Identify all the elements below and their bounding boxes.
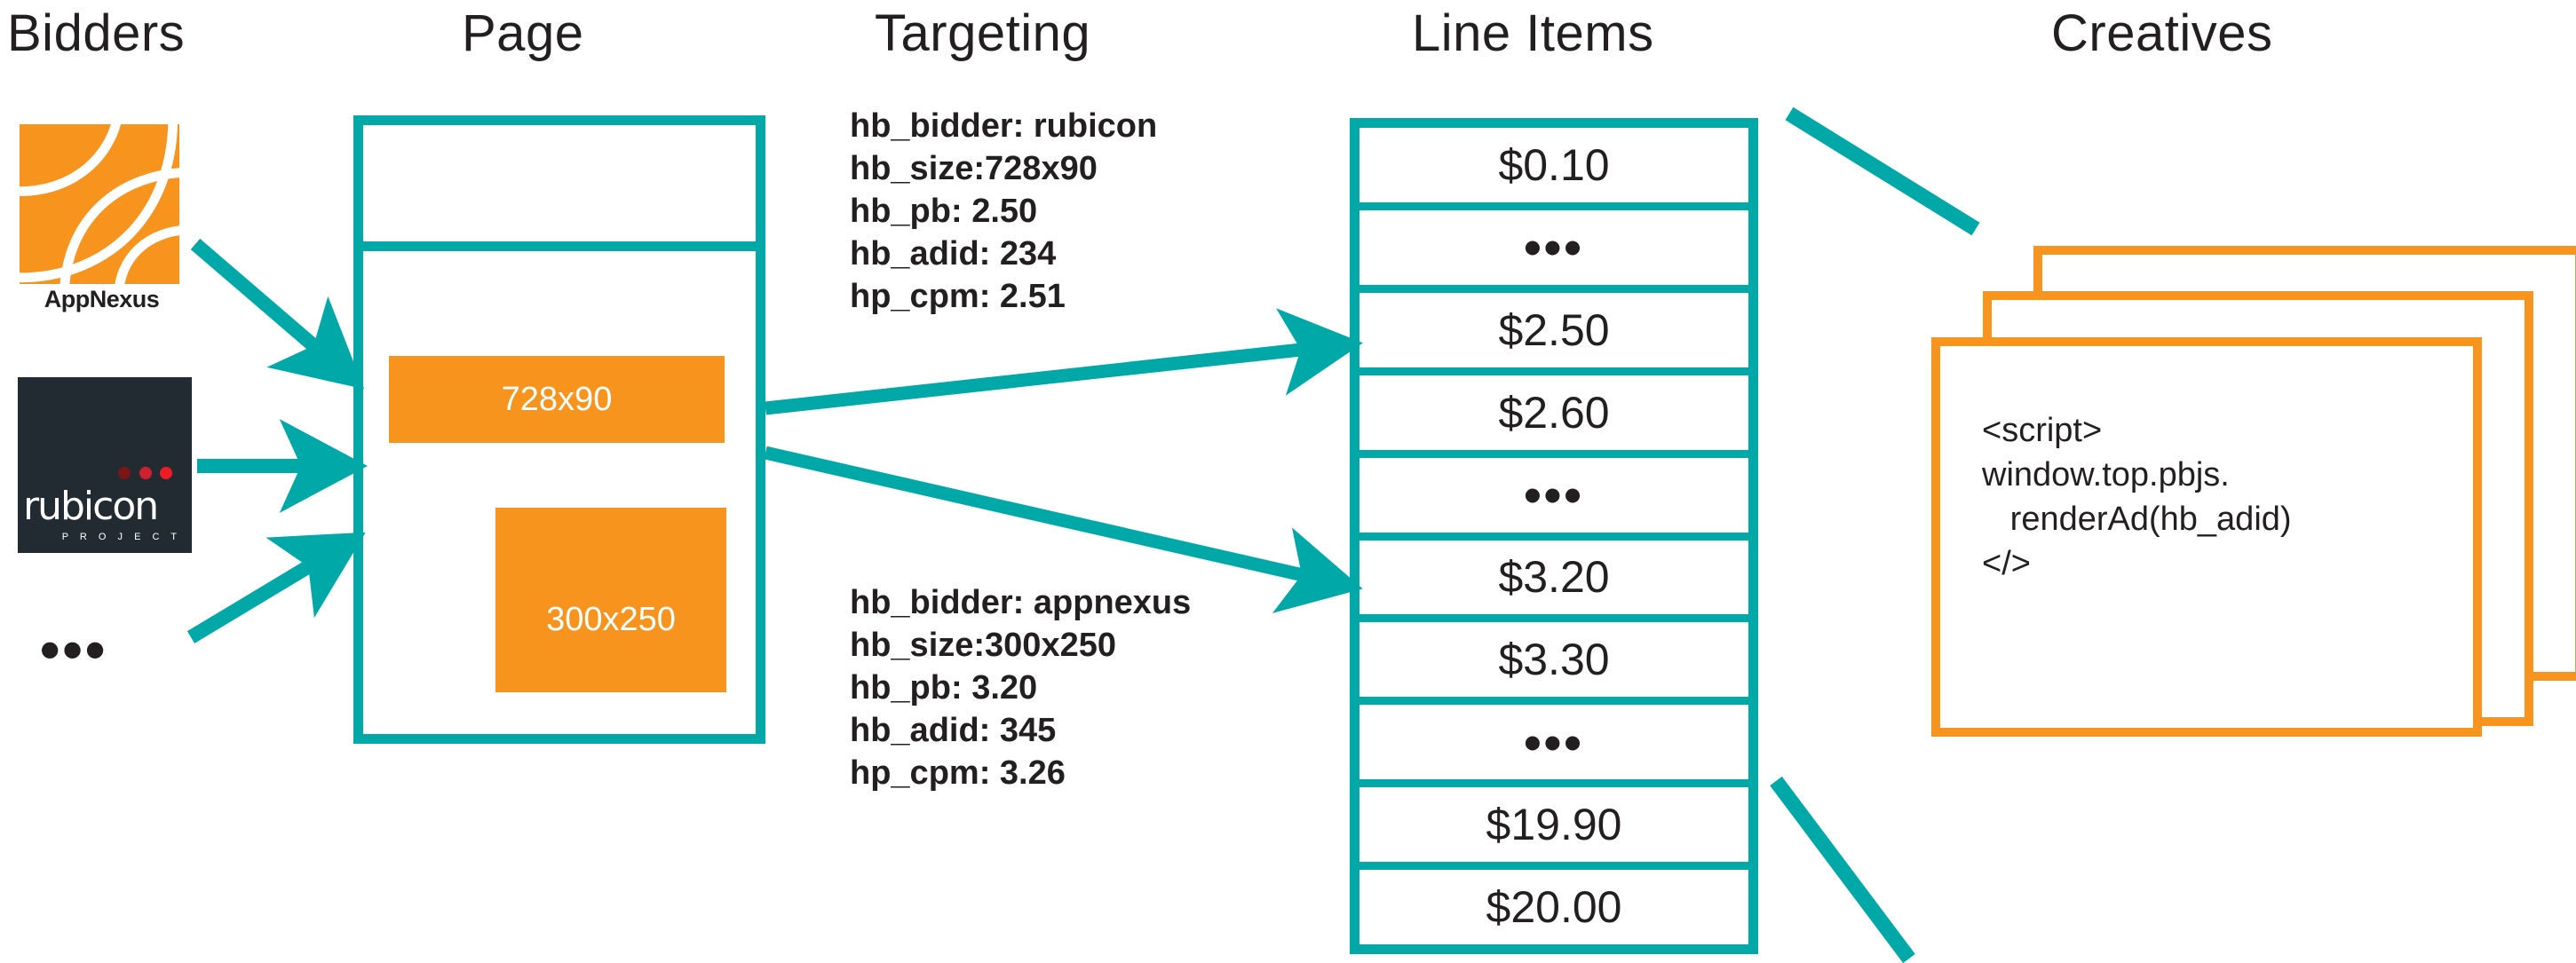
targeting-keys-appnexus: hb_bidder: appnexus hb_size:300x250 hb_p… xyxy=(850,584,1192,792)
rubicon-wordmark: rubicon xyxy=(23,484,159,529)
bidders-more-ellipsis: ••• xyxy=(40,618,108,682)
creative-code-snippet: <script> window.top.pbjs. renderAd(hb_ad… xyxy=(1982,412,2292,582)
column-header-page: Page xyxy=(462,4,584,62)
line-item-row: ••• xyxy=(1359,705,1748,788)
line-item-row[interactable]: $3.20 xyxy=(1359,541,1748,623)
appnexus-logo-icon xyxy=(20,124,179,284)
line-item-row[interactable]: $19.90 xyxy=(1359,787,1748,871)
targeting-keys-rubicon: hb_bidder: rubicon hb_size:728x90 hb_pb:… xyxy=(850,107,1158,315)
line-item-row[interactable]: $3.30 xyxy=(1359,622,1748,706)
line-item-row[interactable]: $20.00 xyxy=(1486,882,1622,933)
ad-slot-728x90[interactable]: 728x90 xyxy=(389,356,725,443)
column-header-creatives: Creatives xyxy=(2051,4,2273,62)
line-item-row[interactable]: $0.10 xyxy=(1359,128,1748,210)
line-item-row[interactable]: $2.50 xyxy=(1359,293,1748,375)
line-items-table: $0.10 ••• $2.50 $2.60 ••• $3.20 $3.30 ••… xyxy=(1350,118,1758,954)
rubicon-dots xyxy=(114,467,172,484)
column-header-bidders: Bidders xyxy=(7,4,186,62)
appnexus-label: AppNexus xyxy=(44,286,160,312)
line-item-row[interactable]: $2.60 xyxy=(1359,375,1748,458)
column-header-line-items: Line Items xyxy=(1412,4,1654,62)
line-item-row: ••• xyxy=(1359,210,1748,293)
creative-card-front[interactable] xyxy=(1931,337,2482,737)
rubicon-subtitle: P R O J E C T xyxy=(61,532,181,542)
ad-slot-300x250[interactable]: 300x250 xyxy=(495,508,726,692)
column-header-targeting: Targeting xyxy=(875,4,1091,62)
rubicon-project-logo-icon: rubicon P R O J E C T xyxy=(18,377,192,553)
line-item-row: ••• xyxy=(1359,458,1748,541)
page-header-divider xyxy=(353,241,765,251)
